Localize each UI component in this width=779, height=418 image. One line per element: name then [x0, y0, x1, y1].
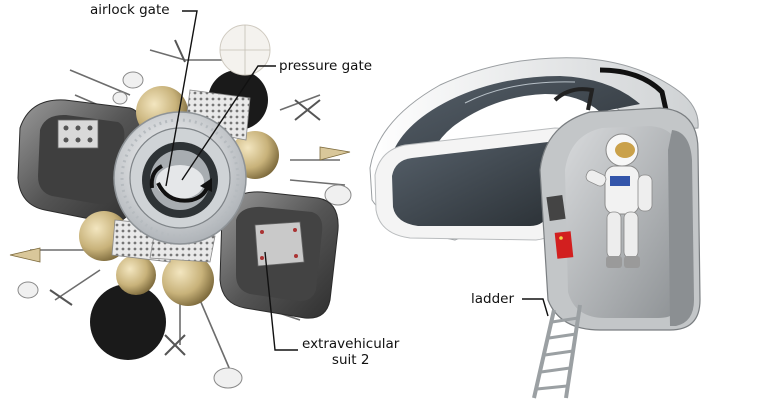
- module-pod-left: [17, 99, 142, 223]
- label-extravehicular-line1: extravehicular: [302, 336, 400, 352]
- label-extravehicular-suit: extravehicular suit 2: [302, 336, 399, 368]
- cabin-module: [369, 57, 701, 399]
- leader-line-ladder: [522, 298, 549, 317]
- label-pressure-gate: pressure gate: [279, 58, 373, 74]
- label-extravehicular-line2: suit 2: [331, 352, 370, 368]
- astronaut-figure: [585, 133, 653, 268]
- lander-module: [9, 24, 352, 389]
- ladder: [532, 304, 582, 399]
- label-ladder: ladder: [471, 291, 515, 307]
- leader-lines-left: [165, 10, 298, 351]
- hatch-assembly: [113, 111, 247, 245]
- label-airlock-gate: airlock gate: [90, 2, 170, 18]
- module-pod-right: [219, 191, 339, 319]
